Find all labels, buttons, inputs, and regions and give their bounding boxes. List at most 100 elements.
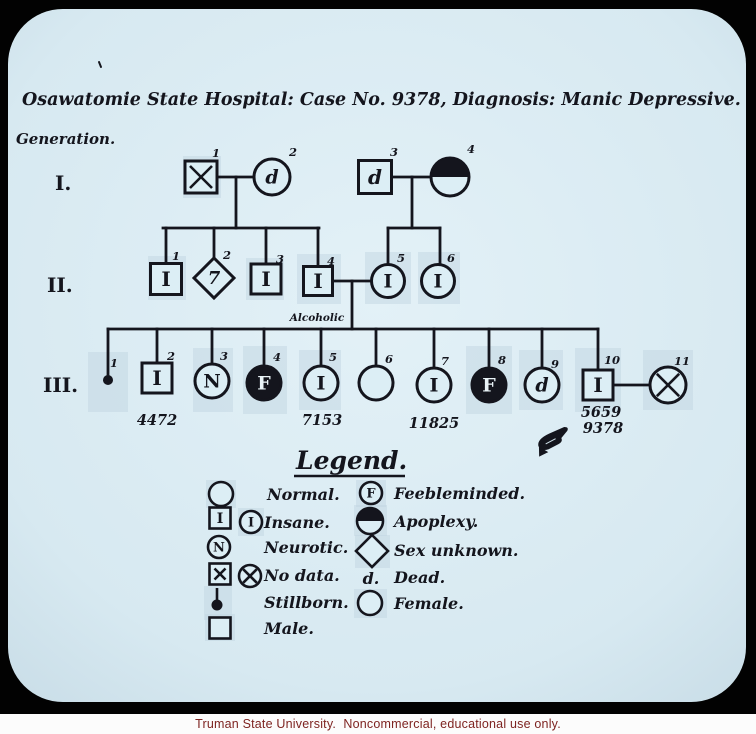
individual-III-7: I7	[415, 354, 453, 404]
symbol-glyph: I	[313, 269, 322, 293]
legend-symbol: F	[358, 480, 384, 506]
individual-number: 9	[551, 357, 559, 371]
individual-III-11: 11	[648, 354, 690, 405]
symbol-glyph: F	[257, 372, 271, 394]
individual-III-6: 6	[357, 352, 395, 402]
legend-label: Stillborn.	[264, 593, 349, 612]
symbol-glyph: I	[317, 372, 326, 394]
individual-number: 2	[222, 248, 231, 262]
legend-row: Stillborn.	[211, 588, 349, 612]
legend-row: No data.	[208, 562, 340, 589]
legend-row: Sex unknown.	[354, 533, 518, 569]
individual-II-1: I1	[149, 249, 183, 296]
individual-II-3: I3	[249, 252, 284, 296]
legend-row: d. Dead.	[363, 568, 446, 588]
individual-III-9: d9	[523, 357, 561, 404]
legend-label: Neurotic.	[263, 538, 348, 557]
individual-number: 5	[397, 251, 405, 265]
individual-number: 2	[166, 349, 175, 363]
symbol-glyph: 7	[208, 268, 221, 289]
legend-label: Insane.	[263, 513, 330, 532]
legend-label: Male.	[263, 619, 314, 638]
legend-symbol	[207, 480, 235, 508]
individual-II-6: I6	[420, 251, 456, 299]
symbol-glyph: I	[152, 366, 161, 390]
legend-row: N Neurotic.	[206, 534, 348, 560]
individual-I-4: 4	[429, 142, 475, 198]
individual-number: 1	[212, 146, 220, 160]
symbol-glyph: I	[593, 373, 602, 397]
symbol-glyph: I	[384, 270, 393, 292]
case-number: 4472	[137, 412, 177, 429]
individual-I-3: d3	[357, 145, 398, 195]
symbol-glyph: I	[161, 267, 170, 291]
legend-label: No data.	[263, 566, 340, 585]
legend-row: Apoplexy.	[355, 506, 478, 536]
individual-number: 11	[674, 354, 690, 368]
individual-number: 4	[273, 350, 281, 364]
individual-number: 10	[604, 353, 620, 367]
individual-number: 1	[172, 249, 180, 263]
individual-number: 3	[220, 349, 228, 363]
legend-label: Dead.	[393, 568, 445, 587]
legend-label: Sex unknown.	[394, 541, 518, 560]
hand-pointer-mark	[538, 426, 568, 457]
legend-label: Female.	[393, 594, 464, 613]
individual-III-1: 1	[103, 356, 118, 385]
generation-heading: Generation.	[16, 130, 115, 148]
individual-number: 5	[329, 350, 337, 364]
individual-number: 8	[498, 353, 506, 367]
annotation-alcoholic: Alcoholic	[289, 312, 345, 324]
individual-II-5: I5	[370, 251, 406, 299]
symbol-glyph: N	[213, 540, 225, 555]
legend-row: Male.	[208, 616, 314, 640]
generation-label: III.	[43, 373, 78, 397]
individual-number: 3	[276, 252, 284, 266]
case-number: 11825	[409, 415, 459, 432]
individual-II-4: I4	[302, 254, 335, 297]
individual-number: 6	[385, 352, 393, 366]
individual-number: 7	[441, 354, 449, 368]
individual-number: 1	[110, 356, 118, 370]
legend-label: Normal.	[266, 485, 340, 504]
individual-III-8: F8	[470, 353, 508, 404]
case-number: 5659	[581, 404, 621, 421]
generation-label: II.	[47, 273, 73, 297]
individual-III-10: I10	[581, 353, 620, 402]
legend-symbol	[237, 563, 263, 589]
symbol-glyph: d	[265, 166, 278, 188]
individual-number: 4	[467, 142, 475, 156]
legend-symbol	[355, 506, 385, 536]
legend-row: Normal.	[207, 480, 340, 508]
legend-symbol	[354, 533, 390, 569]
legend-symbol	[356, 589, 384, 617]
individual-number: 4	[327, 254, 335, 268]
symbol-glyph: I	[434, 270, 443, 292]
individual-III-5: I5	[302, 350, 340, 402]
legend-title: Legend.	[295, 446, 407, 475]
pedigree-lines	[106, 175, 651, 387]
individual-III-4: F4	[245, 350, 283, 402]
legend-symbol-text: d.	[363, 569, 380, 588]
caption-bar: Truman State University. Noncommercial, …	[0, 714, 756, 734]
case-number: 9378	[583, 420, 623, 437]
legend-symbol: d.	[363, 569, 380, 588]
copyright-caption: Truman State University. Noncommercial, …	[195, 717, 561, 731]
symbol-glyph: d	[535, 374, 548, 396]
legend-symbol	[208, 562, 232, 586]
individual-III-3: N3	[193, 349, 231, 400]
case-number: 7153	[302, 412, 342, 429]
individual-II-2: 72	[191, 248, 237, 301]
symbol-glyph: F	[482, 374, 496, 396]
legend-symbol	[211, 588, 223, 611]
individual-number: 2	[288, 145, 297, 159]
legend-symbol: I	[208, 506, 232, 530]
legend-row: Female.	[356, 589, 464, 617]
pedigree-slide-canvas: Osawatomie State Hospital: Case No. 9378…	[8, 9, 746, 702]
symbol-glyph: I	[217, 511, 224, 527]
legend-label: Apoplexy.	[392, 512, 478, 531]
